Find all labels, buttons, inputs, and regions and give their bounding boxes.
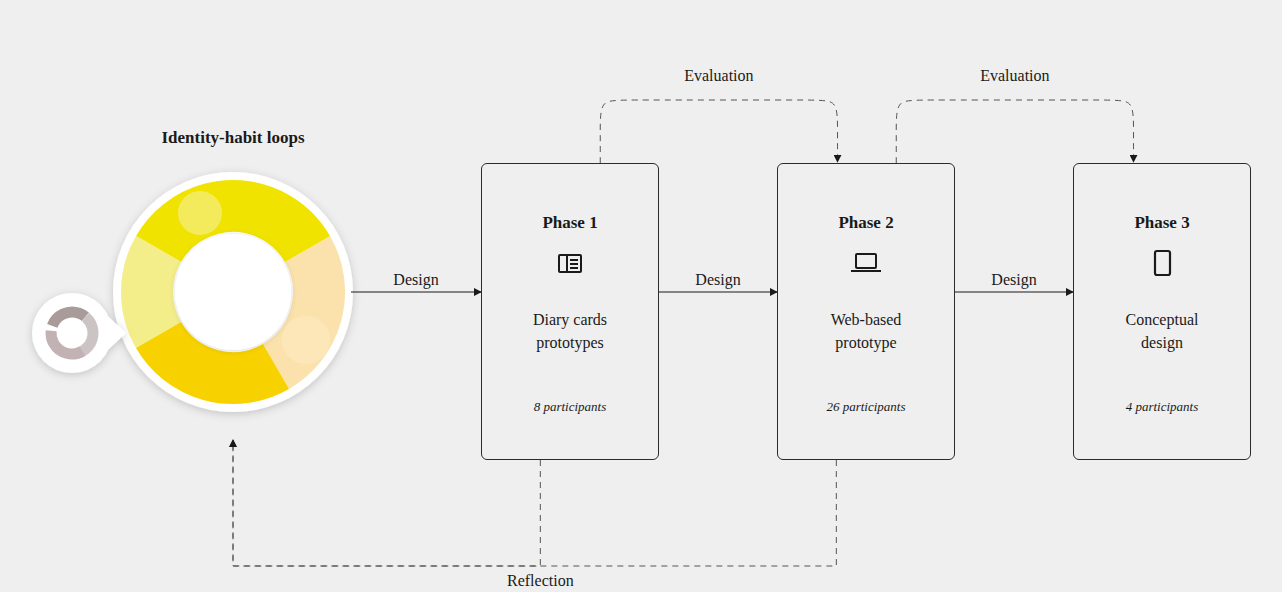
illustration-heading: Identity-habit loops — [161, 126, 304, 151]
arrow-connector — [351, 291, 481, 292]
edge-label: Evaluation — [976, 67, 1053, 85]
phase-title: Phase 2 — [838, 211, 893, 236]
laptop-icon — [851, 254, 881, 271]
phone-icon — [1155, 251, 1170, 275]
arrow-connector — [955, 291, 1073, 292]
participant-count: 26 participants — [826, 398, 905, 417]
dashed-connector — [600, 100, 837, 163]
book-icon — [559, 255, 581, 272]
phase-description: Conceptual design — [1106, 308, 1218, 354]
edge-label: Design — [987, 271, 1040, 289]
phase-title: Phase 3 — [1134, 211, 1189, 236]
loop-illustration — [32, 172, 353, 412]
dashed-connector — [896, 100, 1133, 163]
illustration-node: Identity-habit loops — [115, 125, 351, 440]
dashed-connector — [233, 440, 836, 566]
phase-box: Phase 2 Web-based prototype 26 participant… — [777, 163, 955, 460]
edge-label: Reflection — [503, 572, 578, 590]
edge-label: Design — [691, 271, 744, 289]
arrow-connector — [659, 291, 777, 292]
participant-count: 4 participants — [1126, 398, 1199, 417]
edge-label: Evaluation — [680, 67, 757, 85]
phase-box: Phase 1 Diary cards prototypes 8 participa… — [481, 163, 659, 460]
participant-count: 8 participants — [534, 398, 607, 417]
edge-label: Design — [389, 271, 442, 289]
phase-title: Phase 1 — [542, 211, 597, 236]
phase-description: Web-based prototype — [810, 308, 922, 354]
dashed-connector — [233, 440, 540, 566]
phase-box: Phase 3 Conceptual design 4 participants — [1073, 163, 1251, 460]
phase-description: Diary cards prototypes — [514, 308, 626, 354]
